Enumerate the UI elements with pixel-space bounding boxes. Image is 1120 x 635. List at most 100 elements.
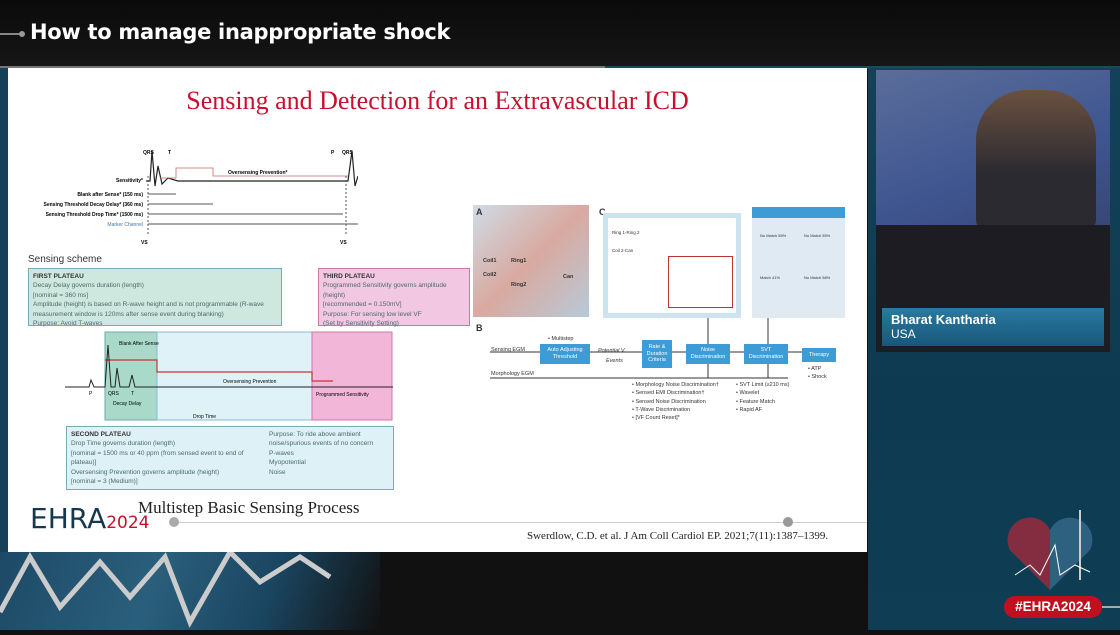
rate-duration-block: Rate & Duration Criteria bbox=[642, 340, 672, 368]
vs-label: VS bbox=[141, 240, 148, 246]
bullet: Myopotential bbox=[269, 459, 306, 467]
title-bar bbox=[0, 0, 1120, 66]
box-heading: THIRD PLATEAU bbox=[323, 273, 375, 280]
svt-item: • Feature Match bbox=[736, 398, 775, 405]
egm-zoom-box bbox=[668, 256, 733, 308]
box-line: Programmed Sensitivity governs amplitude… bbox=[323, 282, 447, 299]
title-marker bbox=[0, 31, 25, 37]
can-label: Can bbox=[563, 274, 574, 280]
svt-item: • SVT Limit (≥210 ms) bbox=[736, 382, 790, 388]
row-label: Sensing Threshold Decay Delay* (360 ms) bbox=[44, 202, 144, 208]
third-plateau-box: THIRD PLATEAU Programmed Sensitivity gov… bbox=[318, 268, 470, 328]
drop-label: Drop Time bbox=[193, 414, 216, 420]
programmed-label: Programmed Sensitivity bbox=[316, 392, 369, 398]
match-label: No Match 58% bbox=[804, 275, 831, 280]
box-line: [recommended = 0.150mV] bbox=[323, 301, 402, 309]
t-label: T bbox=[131, 391, 134, 397]
match-label: No Match 55% bbox=[804, 233, 831, 238]
vs-label: VS bbox=[340, 240, 347, 246]
divider bbox=[605, 66, 1120, 69]
therapy-item: • ATP bbox=[808, 366, 822, 372]
purpose-text: Purpose: To ride above ambient noise/spu… bbox=[269, 431, 374, 448]
speaker-figure bbox=[976, 90, 1096, 230]
sensing-waveform-diagram: QRS T P QRS Oversensing Prevention* Sens… bbox=[44, 150, 358, 246]
session-title: How to manage inappropriate shock bbox=[30, 20, 451, 44]
auto-threshold-block: Auto Adjusting Threshold bbox=[540, 344, 590, 364]
sensing-scheme-heading: Sensing scheme bbox=[28, 254, 102, 265]
qrs-label: QRS bbox=[108, 391, 120, 397]
noise-item: • Sensed Noise Discrimination bbox=[632, 398, 706, 405]
blank-label: Blank After Sense bbox=[119, 341, 159, 347]
box-line: [nominal = 3 (Medium)] bbox=[71, 478, 138, 486]
p-label: P bbox=[331, 150, 335, 156]
ring2-label: Ring2 bbox=[511, 282, 527, 288]
match-label: Match 41% bbox=[760, 275, 781, 280]
noise-item: • T-Wave Discrimination bbox=[632, 406, 691, 413]
row-label: Blank after Sense* (150 ms) bbox=[77, 192, 143, 198]
svt-item: • Wavelet bbox=[736, 390, 760, 397]
p-label: P bbox=[89, 391, 93, 397]
box-line: Purpose: Avoid T-waves bbox=[33, 320, 103, 328]
background-panel bbox=[0, 68, 8, 552]
decay-label: Decay Delay bbox=[113, 401, 142, 407]
row-label: Sensitivity* bbox=[116, 178, 143, 184]
box-line: Purpose: For sensing low level VF bbox=[323, 310, 422, 318]
multistep-label: • Multistep bbox=[548, 336, 574, 342]
footer-dot bbox=[169, 517, 179, 527]
speaker-name: Bharat Kantharia bbox=[891, 312, 996, 327]
box-line: Drop Time governs duration (length) bbox=[71, 440, 176, 448]
noise-item: • Sensed EMI Discrimination† bbox=[632, 390, 705, 397]
box-line: [nominal = 360 ms] bbox=[33, 291, 89, 299]
citation: Swerdlow, C.D. et al. J Am Coll Cardiol … bbox=[527, 530, 829, 542]
slide-title: Sensing and Detection for an Extravascul… bbox=[186, 86, 689, 115]
box-line: Oversensing Prevention governs amplitude… bbox=[71, 468, 220, 476]
box-heading: SECOND PLATEAU bbox=[71, 431, 131, 438]
ehra-heart-logo bbox=[1007, 510, 1093, 590]
noise-item: • [VF Count Reset]* bbox=[632, 415, 680, 421]
second-plateau-box: Purpose: To ride above ambient noise/spu… bbox=[66, 426, 394, 490]
ehra-logo: EHRA2024 bbox=[30, 502, 150, 535]
egm-label: Coil 2-Can bbox=[612, 248, 634, 253]
progress-line bbox=[0, 66, 605, 68]
svt-item: • Rapid AF bbox=[736, 406, 763, 413]
noise-block: Noise Discrimination bbox=[686, 344, 730, 364]
egm-label: Ring 1-Ring 2 bbox=[612, 230, 640, 235]
ring1-label: Ring1 bbox=[511, 258, 527, 264]
coil2-label: Coil2 bbox=[483, 272, 497, 278]
qrs-label: QRS bbox=[342, 150, 354, 156]
events-label: Events bbox=[606, 358, 623, 364]
match-label: No Match 55% bbox=[760, 233, 787, 238]
bullet: Noise bbox=[269, 468, 286, 476]
egm-panel: Ring 1-Ring 2 Coil 2-Can bbox=[603, 213, 741, 318]
svt-block: SVT Discrimination bbox=[744, 344, 788, 364]
bullet: P-waves bbox=[269, 449, 294, 457]
morphology-egm-label: Morphology EGM bbox=[491, 371, 534, 377]
background-artwork bbox=[0, 547, 380, 630]
therapy-item: • Shock bbox=[808, 374, 827, 381]
qrs-label: QRS bbox=[143, 150, 155, 156]
speaker-country: USA bbox=[891, 327, 916, 341]
t-label: T bbox=[168, 150, 171, 156]
hashtag-badge: #EHRA2024 bbox=[1004, 596, 1102, 618]
row-label: Marker Channel bbox=[107, 222, 143, 228]
box-line: (Set by Sensitivity Setting) bbox=[323, 320, 399, 328]
sensing-egm-label: Sensing EGM bbox=[491, 347, 525, 353]
hashtag-connector bbox=[1102, 606, 1120, 608]
footer-line bbox=[174, 522, 867, 523]
therapy-block: Therapy bbox=[802, 348, 836, 362]
panel-a-label: A bbox=[476, 207, 483, 217]
morphology-panel: No Match 55% No Match 55% Match 41% No M… bbox=[752, 207, 845, 318]
plateau-diagram: Blank After Sense P QRS T Decay Delay Dr… bbox=[65, 331, 393, 421]
slide-subtitle: Multistep Basic Sensing Process bbox=[138, 498, 360, 517]
box-heading: FIRST PLATEAU bbox=[33, 273, 84, 280]
noise-item: • Morphology Noise Discrimination† bbox=[632, 382, 719, 388]
panel-b-label: B bbox=[476, 323, 483, 333]
presentation-slide: Sensing and Detection for an Extravascul… bbox=[8, 68, 867, 552]
anatomy-image: Coil1 Ring1 Coil2 Ring2 Can bbox=[473, 205, 589, 317]
coil1-label: Coil1 bbox=[483, 258, 497, 264]
speaker-lower-third: Bharat Kantharia USA bbox=[882, 308, 1104, 346]
oversensing-label: Oversensing Prevention bbox=[223, 379, 277, 385]
potential-label: Potential V bbox=[598, 348, 625, 354]
oversensing-label: Oversensing Prevention* bbox=[228, 170, 288, 176]
box-line: [nominal = 1500 ms or 40 ppm (from sense… bbox=[71, 449, 244, 467]
